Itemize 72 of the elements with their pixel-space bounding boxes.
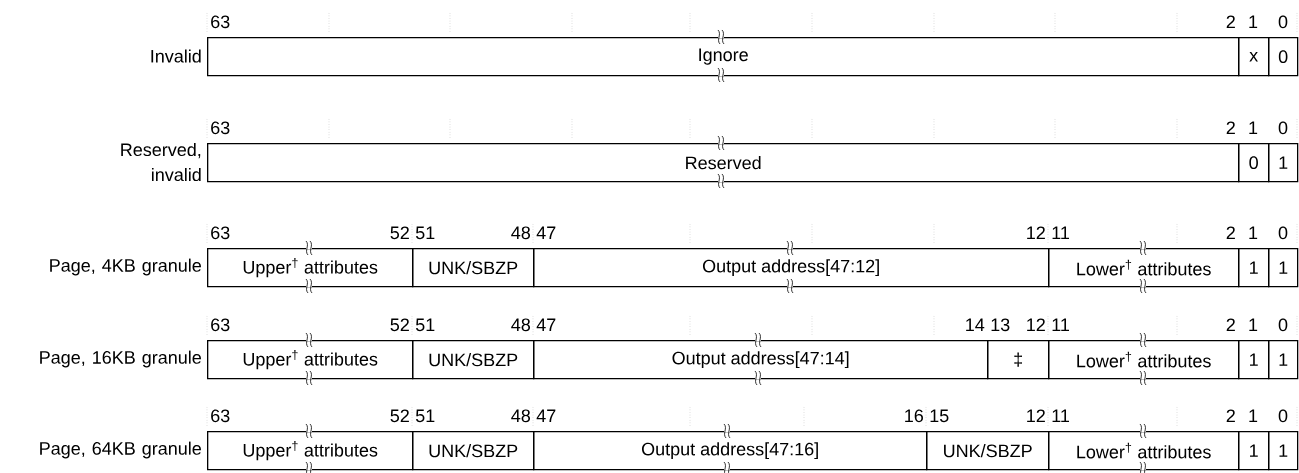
bit-number: 48 — [511, 318, 531, 332]
bit-field: Lower$^{†}$ attributes — [1048, 431, 1240, 471]
bit-number: 52 — [390, 226, 409, 240]
bit-number: 16 — [905, 409, 923, 423]
bit-field: Lower$^{†}$ attributes — [1048, 248, 1240, 288]
bit-number: 12 — [1027, 226, 1045, 239]
bit-field: Ignore — [207, 37, 1240, 77]
row-label: Page, 16KB granule — [40, 350, 201, 368]
bit-number: 1 — [1249, 121, 1258, 134]
bit-field: 0 — [1268, 37, 1299, 77]
bit-field: Lower$^{†}$ attributes — [1048, 340, 1240, 380]
bit-number: 2 — [1226, 15, 1235, 28]
bit-number: 1 — [1249, 15, 1258, 28]
bit-field: ‡ — [987, 340, 1050, 380]
bit-number: 14 — [966, 318, 985, 331]
bit-number: 51 — [415, 318, 435, 332]
bit-field: 1 — [1268, 143, 1299, 183]
bit-number: 1 — [1249, 409, 1258, 422]
bit-number: 11 — [1052, 409, 1069, 422]
bit-field: Upper$^{†}$ attributes — [207, 248, 414, 288]
bit-number: 0 — [1278, 121, 1288, 135]
bit-number: 2 — [1226, 121, 1235, 134]
bit-number: 63 — [211, 226, 230, 240]
bit-number: 2 — [1226, 318, 1235, 331]
bit-field: Output address[47:16] — [533, 431, 928, 471]
bit-number: 51 — [415, 226, 435, 240]
bit-field: 0 — [1238, 143, 1270, 183]
bit-field: Output address[47:14] — [533, 340, 989, 380]
bit-number: 48 — [511, 226, 531, 240]
bit-field: Reserved — [207, 143, 1240, 183]
bit-field: UNK/SBZP — [412, 431, 535, 471]
bit-number: 11 — [1052, 318, 1069, 331]
bit-field: 1 — [1238, 340, 1270, 380]
bit-number: 2 — [1226, 409, 1235, 422]
bit-field: UNK/SBZP — [412, 340, 535, 380]
bit-number: 47 — [536, 318, 556, 331]
row-label: Invalid — [151, 49, 201, 63]
bit-field: 1 — [1268, 431, 1299, 471]
bit-field: 1 — [1238, 431, 1270, 471]
bit-number: 1 — [1249, 318, 1258, 331]
bit-number: 15 — [930, 409, 949, 423]
row-label: Reserved, invalid — [121, 142, 201, 182]
bit-number: 52 — [390, 409, 409, 423]
bit-number: 63 — [211, 409, 230, 423]
bit-field: 1 — [1268, 248, 1299, 288]
bit-number: 1 — [1249, 226, 1258, 239]
bit-field: 1 — [1238, 248, 1270, 288]
bit-number: 0 — [1278, 318, 1288, 332]
bit-number: 47 — [536, 226, 556, 239]
bit-number: 63 — [211, 121, 230, 135]
bit-number: 51 — [415, 409, 435, 423]
bit-number: 0 — [1278, 409, 1288, 423]
bit-number: 0 — [1278, 15, 1288, 29]
bit-number: 47 — [536, 409, 556, 422]
bit-number: 63 — [211, 318, 230, 332]
bit-field: Upper$^{†}$ attributes — [207, 340, 414, 380]
bit-number: 11 — [1052, 226, 1069, 239]
bit-number: 12 — [1027, 318, 1045, 331]
bit-field: 1 — [1268, 340, 1299, 380]
bit-number: 12 — [1027, 409, 1045, 422]
bit-field: UNK/SBZP — [926, 431, 1050, 471]
bit-field: UNK/SBZP — [412, 248, 535, 288]
bit-number: 2 — [1226, 226, 1235, 239]
bit-number: 52 — [390, 318, 409, 332]
row-label: Page, 64KB granule — [40, 441, 201, 459]
bit-number: 13 — [991, 318, 1010, 332]
row-label: Page, 4KB granule — [50, 258, 201, 276]
bit-field: Output address[47:12] — [533, 248, 1050, 288]
bit-field: x — [1238, 37, 1270, 77]
bit-number: 48 — [511, 409, 531, 423]
bit-number: 0 — [1278, 226, 1288, 240]
bit-field: Upper$^{†}$ attributes — [207, 431, 414, 471]
